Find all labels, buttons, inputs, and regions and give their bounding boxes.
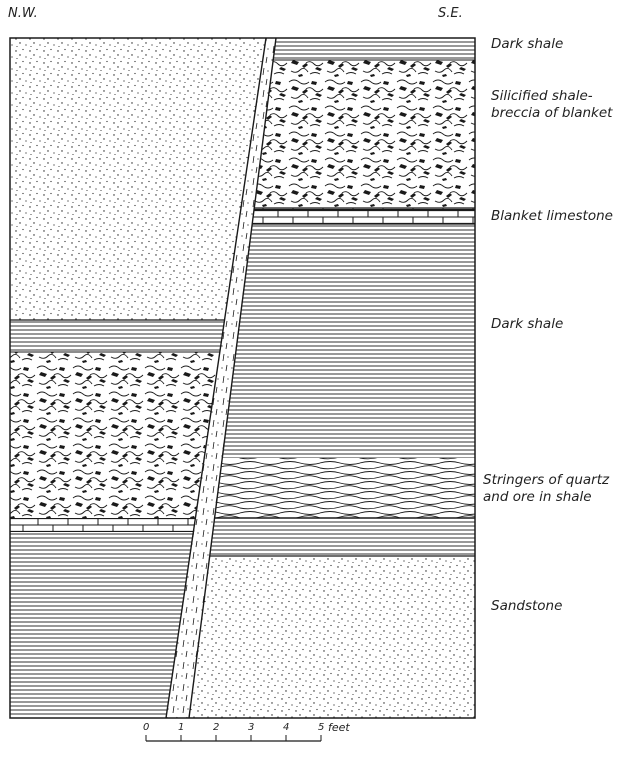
scale-tick-0: 0 <box>143 722 149 733</box>
label-breccia-line2: breccia of blanket <box>491 105 612 122</box>
scale-unit: feet <box>328 721 350 734</box>
scale-tick-5: 5 <box>318 722 324 733</box>
orientation-se: S.E. <box>438 6 463 21</box>
label-dark-shale-mid: Dark shale <box>491 316 563 333</box>
scale-tick-1: 1 <box>178 722 184 733</box>
se-dark-shale-lower <box>180 518 480 556</box>
scale-tick-3: 3 <box>248 722 254 733</box>
label-blanket-limestone: Blanket limestone <box>491 208 613 225</box>
scale-tick-2: 2 <box>213 722 219 733</box>
scale-bar <box>146 735 321 741</box>
se-sandstone <box>180 556 480 718</box>
label-stringers-line2: and ore in shale <box>483 489 592 506</box>
label-breccia-line1: Silicified shale- <box>491 88 593 105</box>
orientation-nw: N.W. <box>8 6 38 21</box>
label-sandstone: Sandstone <box>491 598 562 615</box>
label-dark-shale-top: Dark shale <box>491 36 563 53</box>
scale-tick-4: 4 <box>283 722 289 733</box>
se-stringers <box>180 458 480 518</box>
label-stringers-line1: Stringers of quartz <box>483 472 609 489</box>
